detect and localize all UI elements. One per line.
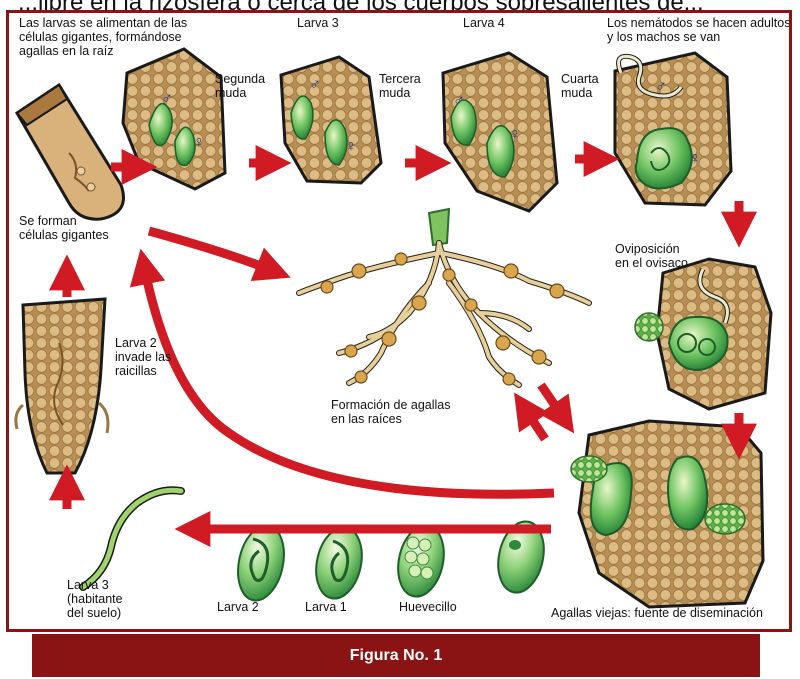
root-system-with-galls — [299, 209, 589, 385]
label-larva3-top: Larva 3 — [297, 16, 339, 30]
male-symbol: ♂ — [453, 92, 465, 109]
label-nematodes-adult: Los nemátodos se hacen adultos y los mac… — [607, 16, 789, 44]
male-symbol: ♂ — [655, 78, 667, 95]
arrow-giant-cells-to-root-galls — [149, 231, 279, 273]
arrow-galls-to-roots-up — [521, 403, 545, 439]
label-gall-formation: Formación de agallas en las raíces — [331, 398, 454, 426]
label-larvae-feed: Las larvas se alimentan de las células g… — [19, 16, 191, 58]
female-symbol: ♀ — [689, 150, 701, 167]
root-tip-illustration — [17, 85, 124, 219]
label-egg: Huevecillo — [399, 600, 457, 614]
tissue-panel-old-galls — [571, 421, 763, 607]
tissue-panel-oviposition — [635, 259, 771, 409]
female-symbol: ♀ — [193, 134, 205, 151]
label-old-galls: Agallas viejas: fuente de diseminación — [551, 606, 763, 620]
tissue-panel-adults — [615, 53, 731, 205]
label-third-molt: Tercera muda — [379, 72, 424, 100]
label-second-molt: Segunda muda — [215, 72, 269, 100]
female-symbol: ♀ — [345, 138, 357, 155]
larva3-soil-worm — [83, 490, 181, 587]
label-larva2-egg: Larva 2 — [217, 600, 259, 614]
label-larva4: Larva 4 — [463, 16, 505, 30]
arrow-galls-to-roots-down — [541, 385, 567, 423]
figure-caption-bar: Figura No. 1 — [32, 634, 760, 677]
root-invasion-illustration — [16, 299, 108, 473]
female-symbol: ♀ — [509, 126, 521, 143]
lifecycle-diagram: ♂ ♀ ♂ ♀ ♂ ♀ ♂ ♀ Las larvas se alimentan … — [9, 13, 789, 629]
label-larva1-egg: Larva 1 — [305, 600, 347, 614]
male-symbol: ♂ — [309, 76, 321, 93]
label-oviposition: Oviposición en el ovisaco — [615, 242, 688, 270]
egg-larva2 — [232, 521, 291, 604]
male-symbol: ♂ — [161, 90, 173, 107]
egg-larva1 — [310, 523, 368, 603]
tissue-panel-third-molt — [281, 57, 381, 183]
arrow-old-galls-to-giant-cells — [143, 261, 554, 494]
label-fourth-molt: Cuarta muda — [561, 72, 602, 100]
tissue-panel-fourth-molt — [443, 53, 557, 211]
label-larva3-soil: Larva 3 (habitante del suelo) — [67, 578, 126, 620]
figure-caption: Figura No. 1 — [350, 647, 442, 665]
